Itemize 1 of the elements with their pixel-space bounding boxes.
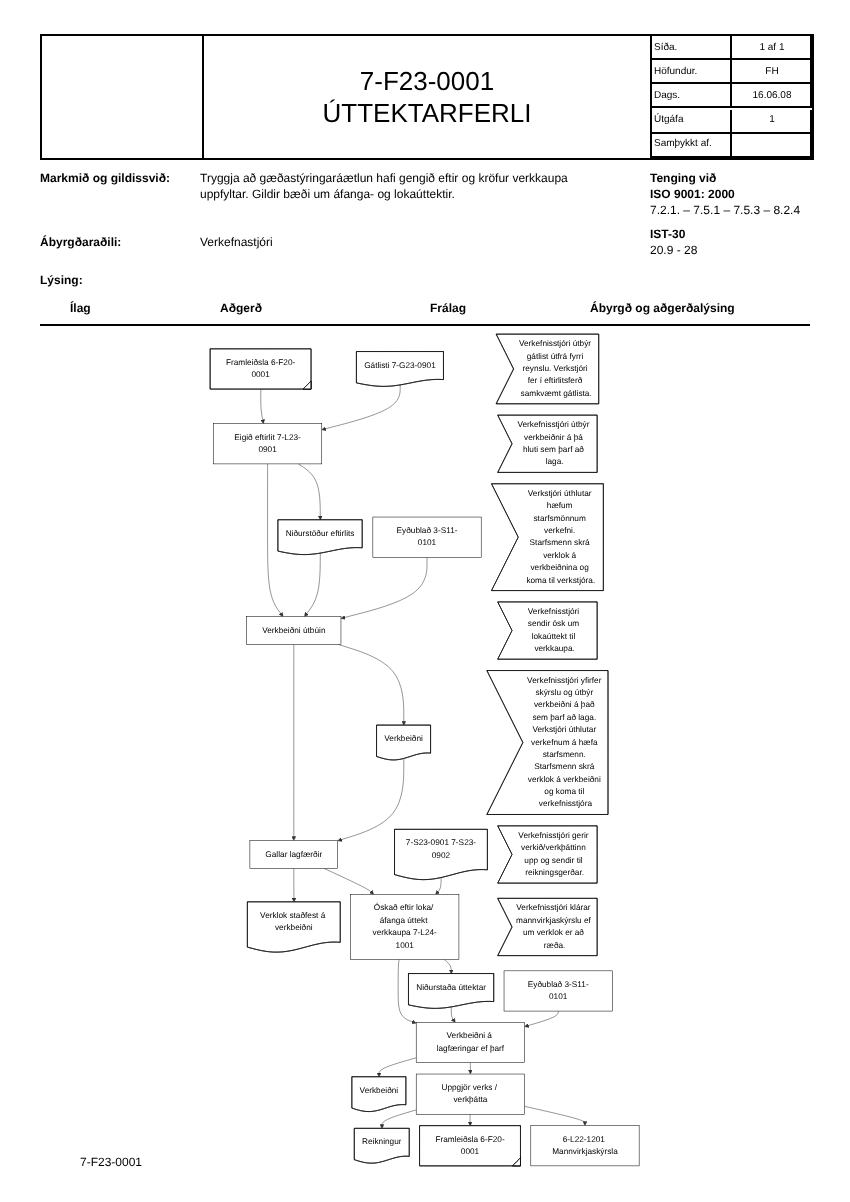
- document-title: 7-F23-0001 ÚTTEKTARFERLI: [320, 63, 534, 131]
